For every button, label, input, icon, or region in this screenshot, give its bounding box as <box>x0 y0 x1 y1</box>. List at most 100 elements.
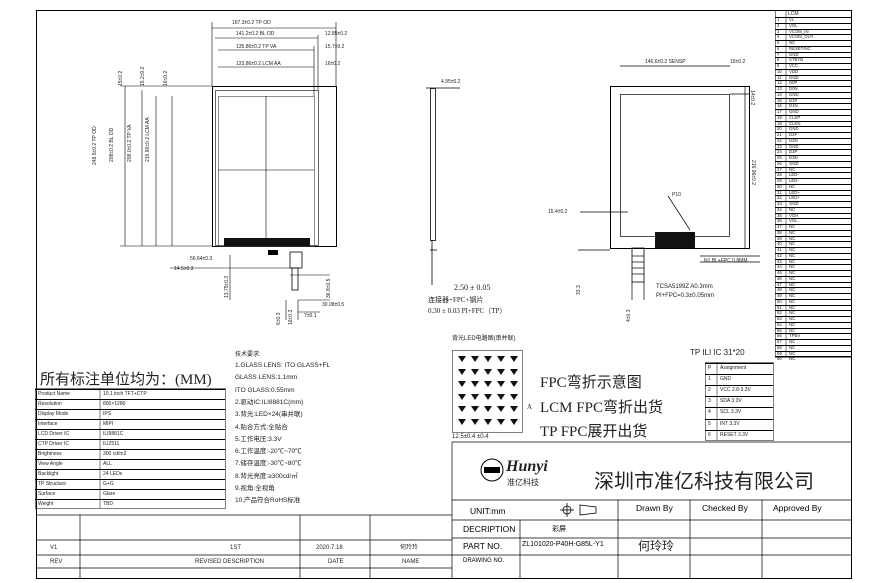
dim-fpc5: 6±0.3 <box>276 312 282 325</box>
spec-row-line <box>35 399 225 400</box>
rev-date-value: 2020.7.18 <box>316 545 343 551</box>
spec-value: TBD <box>103 500 113 507</box>
dim-l2: 15.2±0.2 <box>140 66 146 86</box>
spec-value: G+G <box>103 480 114 487</box>
pin-signal: GND <box>789 74 799 80</box>
pin-signal: NC <box>789 241 796 247</box>
pin-signal: GND <box>789 126 799 132</box>
rev-col-rev: REV <box>50 559 63 565</box>
unit-label: UNIT:mm <box>470 506 506 516</box>
spec-key: CTP Driver IC <box>38 440 70 447</box>
pin-row-line <box>775 155 851 156</box>
dim-l1: 15±0.2 <box>118 70 124 86</box>
fpc-bend-3: TP FPC展开出货 <box>540 424 648 440</box>
pin-signal: TPBV <box>789 333 801 339</box>
back-dim-top: 146.6±0.2 SENSP <box>645 59 686 65</box>
pin-row-line <box>775 321 851 323</box>
pin-number: 21 <box>777 132 782 137</box>
pin-row-line <box>775 28 851 30</box>
tp-ic-title: TP ILI IC 31*20 <box>690 348 745 357</box>
pin-signal: NC <box>789 293 796 298</box>
spec-key: Backlight <box>38 470 59 477</box>
pin-number: 9 <box>777 63 780 68</box>
dim-fpc3: 36.8±0.5 <box>326 278 332 298</box>
led-diode-icon <box>497 406 505 412</box>
note-line: 8.背光亮度:≥300cd/㎡ <box>235 472 298 480</box>
front-bl-outline <box>215 90 319 246</box>
pin-signal: NC <box>789 206 796 212</box>
pin-signal: VCOM_OUT <box>789 34 814 40</box>
pin-number: 15 <box>777 97 782 103</box>
pin-table-title: LCM <box>788 11 799 17</box>
note-line: 7.储存温度:-30℃~80℃ <box>235 460 302 468</box>
pin-row-line <box>775 270 851 271</box>
pin-number: 17 <box>777 109 782 114</box>
back-dim-mid: 15.4±0.2 <box>548 209 568 215</box>
pin-signal: CLKP <box>789 114 801 120</box>
title-block-grid <box>36 441 852 578</box>
spec-value: Glare <box>103 490 116 497</box>
pin-row-line <box>775 189 851 191</box>
pin-row-line <box>775 293 851 294</box>
pin-signal: VGL <box>789 218 798 224</box>
pin-row-line <box>775 103 851 105</box>
pin-row-line <box>775 109 851 110</box>
led-diode-icon <box>471 356 479 362</box>
pin-signal: NC <box>789 327 796 333</box>
logo-cn: 准亿科技 <box>507 478 539 487</box>
pin-number: 37 <box>777 224 782 229</box>
led-diode-icon <box>497 418 505 425</box>
back-callout-1: P10 <box>672 192 681 198</box>
tp-pin-number: 4 <box>708 409 711 416</box>
spec-key: Resolution <box>38 400 62 407</box>
pin-row-line <box>775 126 851 128</box>
led-diode-icon <box>497 381 505 387</box>
pin-row-line <box>775 166 851 168</box>
pin-signal: VL <box>789 17 795 22</box>
pin-row-line <box>775 86 851 87</box>
pin-number: 35 <box>777 212 782 218</box>
back-dim-h: 216.96±0.2 <box>750 160 756 185</box>
pin-number: 12 <box>777 80 782 86</box>
approved-by-label: Approved By <box>773 503 822 513</box>
spec-key: View Angle <box>38 460 63 467</box>
pin-number: 46 <box>777 275 782 281</box>
spec-key: Interface <box>38 420 58 427</box>
dim-fpc8: 14.5±0.3 <box>174 266 194 272</box>
pin-signal: NC <box>789 316 796 321</box>
back-dim-bottom-l2: 4±0.3 <box>626 309 632 322</box>
pin-number: 54 <box>777 321 782 327</box>
pin-number: 6 <box>777 45 780 51</box>
dim-tp-od-h: 248.5±0.2 TP OD <box>92 126 98 165</box>
led-diode-icon <box>471 418 479 425</box>
pin-number: 22 <box>777 137 782 143</box>
dim-fpc6: 16±0.3 <box>288 309 294 325</box>
dim-lcm-aa-h: 216.96±0.2 LCM AA <box>145 117 151 162</box>
logo-en: Hunyi <box>506 458 548 475</box>
pin-signal: NC <box>789 183 796 189</box>
pin-row-line <box>775 339 851 340</box>
pin-number: 51 <box>777 304 782 310</box>
led-diode-icon <box>510 368 518 375</box>
spec-key: Display Mode <box>38 410 69 417</box>
tp-row-line <box>705 374 773 376</box>
pin-number: 1 <box>777 17 780 22</box>
spec-row-line <box>35 499 225 500</box>
tp-pin-number: 6 <box>708 431 711 438</box>
back-callout-2: N1 BL+FPC 0.8MM <box>704 258 748 264</box>
pin-signal: VDD <box>789 68 799 74</box>
led-matrix <box>452 350 523 433</box>
pin-row-line <box>775 80 851 82</box>
pin-row-line <box>775 183 851 185</box>
fpc-bend-prefix: A <box>527 403 533 411</box>
dim-r1: 12.85±0.2 <box>325 31 348 37</box>
dim-fpc4: 30.08±0.5 <box>322 302 345 308</box>
rev-col-name: NAME <box>402 559 420 565</box>
spec-value: ILI9881C <box>103 430 124 437</box>
pin-signal: NC <box>789 298 796 304</box>
pin-signal: GND <box>789 160 799 166</box>
pin-row-line <box>775 235 851 237</box>
fpc-bend-2: LCM FPC弯折出货 <box>540 400 663 416</box>
spec-value: 800×1280 <box>103 400 126 407</box>
